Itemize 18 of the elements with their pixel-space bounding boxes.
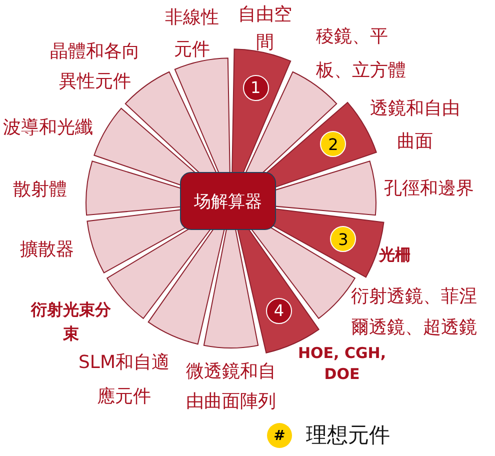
segment-label: 光柵 xyxy=(379,244,412,266)
segment-label: 孔徑和邊界 xyxy=(384,177,475,201)
segment-label: HOE, CGH, DOE xyxy=(296,343,388,385)
segment-label: 衍射透鏡、菲涅爾透鏡、超透鏡 xyxy=(351,285,478,340)
segment-label: 波導和光纖 xyxy=(3,116,94,140)
segment-label: SLM和自適應元件 xyxy=(78,351,170,409)
segment-label: 衍射光束分束 xyxy=(30,299,112,345)
legend-label: 理想元件 xyxy=(306,422,390,449)
segment-label: 散射體 xyxy=(13,178,68,202)
segment-label: 稜鏡、平板、立方體 xyxy=(316,25,407,83)
segment-label: 非線性元件 xyxy=(164,6,220,62)
segment-label: 微透鏡和自由曲面陣列 xyxy=(186,360,277,414)
segment-label: 擴散器 xyxy=(20,238,75,262)
segment-label: 透鏡和自由曲面 xyxy=(369,97,461,154)
segment-label: 自由空間 xyxy=(237,3,293,55)
center-box: 场解算器 xyxy=(180,172,276,230)
legend-swatch: # xyxy=(267,423,292,448)
segment-label: 晶體和各向異性元件 xyxy=(49,40,141,94)
